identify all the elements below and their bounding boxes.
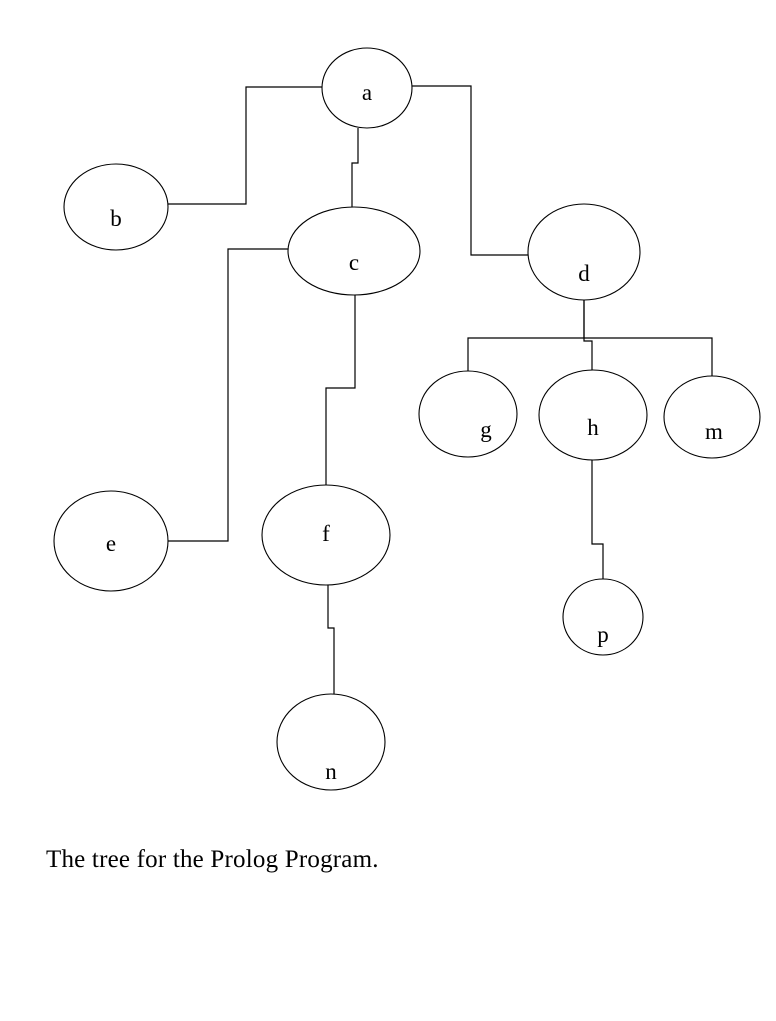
tree-node-e[interactable]: e (53, 490, 169, 592)
node-circle-f (261, 484, 391, 586)
tree-node-b[interactable]: b (63, 163, 169, 251)
tree-node-n[interactable]: n (276, 693, 386, 791)
tree-edge-c-f (325, 295, 356, 486)
tree-node-a[interactable]: a (321, 47, 413, 129)
node-label-n: n (325, 759, 337, 784)
tree-edge-a-b (168, 86, 322, 205)
nodes-group: a b c d e f g h m n p (53, 47, 761, 791)
tree-edge-d-h (583, 300, 593, 372)
tree-node-p[interactable]: p (562, 578, 644, 656)
node-label-h: h (587, 415, 599, 440)
figure-caption: The tree for the Prolog Program. (46, 846, 379, 873)
tree-edge-c-e (168, 248, 288, 542)
tree-node-f[interactable]: f (261, 484, 391, 586)
tree-edge-f-n (327, 585, 335, 695)
tree-edge-d-g (467, 300, 585, 374)
tree-edge-a-c (351, 128, 359, 208)
node-label-g: g (480, 417, 492, 442)
node-circle-h (538, 369, 648, 461)
node-circle-c (287, 206, 421, 296)
node-circle-d (527, 203, 641, 301)
node-circle-m (663, 375, 761, 459)
node-label-p: p (597, 622, 609, 647)
node-circle-g (418, 370, 518, 458)
tree-node-h[interactable]: h (538, 369, 648, 461)
tree-node-g[interactable]: g (418, 370, 518, 458)
node-label-d: d (578, 261, 590, 286)
node-label-a: a (362, 80, 372, 105)
node-label-m: m (705, 419, 723, 444)
node-label-f: f (322, 521, 330, 546)
node-label-e: e (106, 531, 116, 556)
tree-node-d[interactable]: d (527, 203, 641, 301)
tree-edge-a-d (412, 85, 528, 256)
node-label-b: b (110, 206, 122, 231)
node-circle-e (53, 490, 169, 592)
node-label-c: c (349, 250, 359, 275)
tree-edge-d-m (584, 337, 713, 378)
tree-node-c[interactable]: c (287, 206, 421, 296)
tree-node-m[interactable]: m (663, 375, 761, 459)
node-circle-n (276, 693, 386, 791)
node-circle-b (63, 163, 169, 251)
node-circle-p (562, 578, 644, 656)
node-circle-a (321, 47, 413, 129)
